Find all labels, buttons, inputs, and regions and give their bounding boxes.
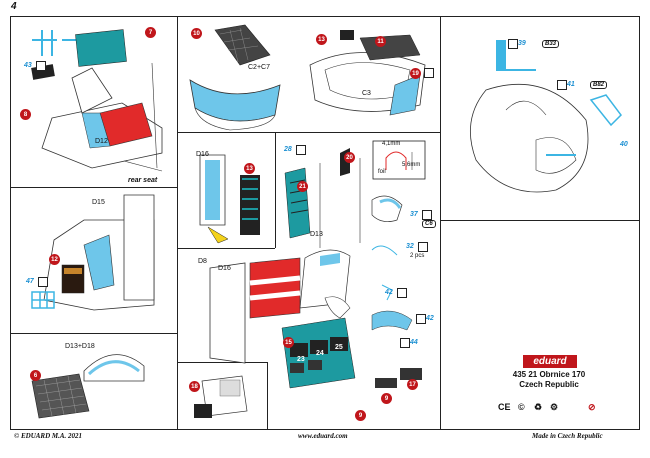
part-number-47: 47: [26, 278, 34, 285]
part-badge-8: 8: [20, 109, 31, 120]
cert-ce-icon: CE: [498, 402, 511, 412]
label-d16: D16: [196, 151, 209, 158]
checkbox[interactable]: [36, 61, 46, 71]
cockpit-side-drawing: [31, 194, 155, 311]
label-dim-41: 4,1mm: [382, 141, 401, 147]
label-foil: foil: [378, 169, 386, 175]
cert-copyright-icon: ©: [518, 402, 525, 412]
vent-drawing: [194, 375, 248, 418]
checkbox[interactable]: [422, 210, 432, 220]
label-d15: D15: [92, 199, 105, 206]
part-badge-17: 9: [355, 410, 366, 421]
part-number-37: 37: [410, 211, 418, 218]
divider: [177, 16, 178, 430]
part-badge-16: 20: [344, 152, 355, 163]
checkbox[interactable]: [508, 39, 518, 49]
part-number-42b: 42: [426, 315, 434, 322]
part-number-43: 43: [24, 62, 32, 69]
part-badge-15: 15: [283, 337, 294, 348]
checkbox[interactable]: [296, 145, 306, 155]
small-parts-drawing: [371, 195, 413, 331]
code-b82: B82: [590, 81, 608, 89]
footer-origin: Made in Czech Republic: [532, 432, 603, 440]
cert-recycle-icon: ♻: [534, 402, 543, 412]
foil-detail-drawing: [372, 140, 426, 180]
label-c2-c7: C2+C7: [248, 64, 270, 71]
label-d8: D8: [198, 258, 207, 265]
part-number-28: 28: [284, 146, 292, 153]
divider: [177, 362, 267, 363]
footer-copyright: © EDUARD M.A. 2021: [14, 432, 83, 440]
checkbox[interactable]: [38, 277, 48, 287]
part-badge-21: 9: [381, 393, 392, 404]
cert-prohibited-icon: ⊘: [588, 402, 596, 412]
fuselage-drawing: [470, 40, 622, 193]
product-info: 435 21 Obrnice 170 Czech Republic: [494, 370, 604, 390]
panel-24: 24: [316, 350, 324, 357]
main-assembly-drawing: [209, 148, 422, 389]
label-rear-seat: rear seat: [128, 177, 158, 184]
panel-23: 23: [297, 356, 305, 363]
product-code: 435 21 Obrnice 170: [512, 370, 586, 379]
divider: [275, 132, 276, 248]
part-badge-9: 10: [191, 28, 202, 39]
divider: [440, 220, 640, 221]
part-number-41: 41: [567, 81, 575, 88]
label-d13-d18: D13+D18: [65, 343, 95, 350]
part-badge-13: 13: [244, 163, 255, 174]
footer-website[interactable]: www.eduard.com: [298, 432, 348, 440]
checkbox[interactable]: [397, 288, 407, 298]
part-badge-14: 21: [297, 181, 308, 192]
cert-gear-icon: ⚙: [550, 402, 559, 412]
part-number-40: 40: [620, 141, 628, 148]
part-badge-20: 17: [407, 379, 418, 390]
divider: [10, 187, 177, 188]
checkbox[interactable]: [416, 314, 426, 324]
part-number-39: 39: [518, 40, 526, 47]
part-badge-10: 13: [316, 34, 327, 45]
cockpit-floor-drawing: [31, 29, 163, 172]
part-badge-12: 12: [49, 254, 60, 265]
product-country: Czech Republic: [519, 380, 579, 389]
part-badge-7: 7: [145, 27, 156, 38]
part-number-32: 32: [406, 243, 414, 250]
instruction-frame: [10, 16, 640, 430]
canopy-frame-drawing: [309, 30, 426, 116]
part-badge-11: 11: [375, 36, 386, 47]
divider: [177, 248, 275, 249]
page-number: 4: [11, 1, 17, 12]
checkbox[interactable]: [400, 338, 410, 348]
intake-drawing: [189, 24, 281, 131]
label-c3: C3: [362, 90, 371, 97]
label-d12: D12: [95, 138, 108, 145]
part-badge-19: 19: [410, 68, 421, 79]
divider: [177, 132, 440, 133]
brand-logo: eduard: [523, 355, 577, 368]
checkbox[interactable]: [424, 68, 434, 78]
label-2pcs: 2 pcs: [410, 253, 425, 259]
label-d13: D13: [310, 231, 323, 238]
code-b33: B33: [542, 40, 560, 48]
checkbox[interactable]: [557, 80, 567, 90]
divider: [267, 362, 268, 430]
code-c6: C6: [422, 220, 436, 228]
part-number-44: 44: [410, 339, 418, 346]
instrument-cover-drawing: [31, 354, 145, 419]
label-dim-56: 5,6mm: [402, 162, 421, 168]
part-badge-18: 18: [189, 381, 200, 392]
checkbox[interactable]: [418, 242, 428, 252]
label-d16-b: D16: [218, 265, 231, 272]
divider: [10, 333, 177, 334]
part-badge-6: 6: [30, 370, 41, 381]
part-number-42: 42: [385, 289, 393, 296]
panel-25: 25: [335, 344, 343, 351]
side-panel-drawing: [199, 154, 260, 244]
divider: [440, 16, 441, 430]
